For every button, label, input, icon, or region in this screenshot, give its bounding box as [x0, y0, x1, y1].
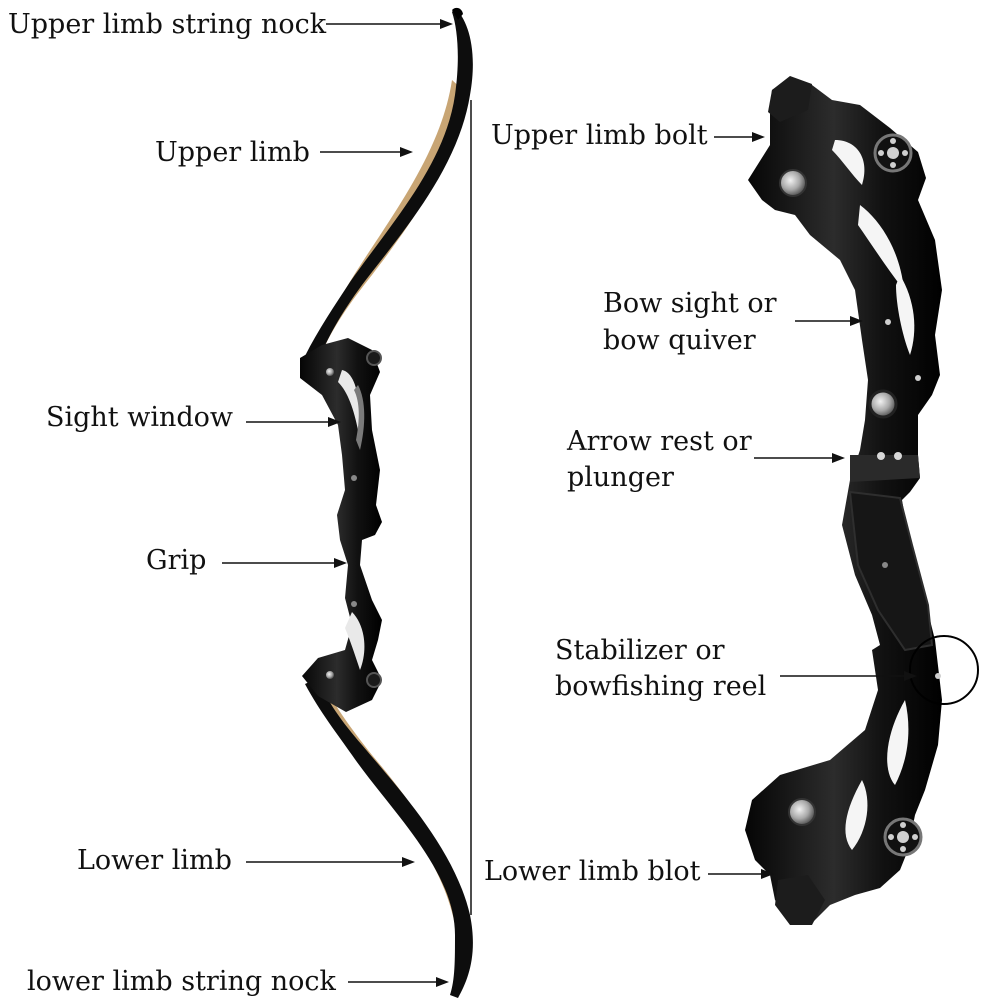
- sight-bolt: [868, 389, 898, 419]
- arrows: [222, 19, 917, 987]
- label-grip: Grip: [146, 545, 206, 576]
- riser-bolt-bottom: [366, 672, 382, 688]
- upper-limb: [305, 8, 473, 362]
- riser-cutout-upper: [338, 370, 360, 430]
- arrow-shelf: [850, 455, 920, 482]
- label-lower-limb: Lower limb: [77, 845, 232, 876]
- closeup-cutout-2: [858, 205, 904, 290]
- sight-hole-b: [885, 319, 891, 325]
- lower-limb-wheel: [883, 817, 923, 857]
- label-stabilizer-line1: Stabilizer or: [555, 635, 725, 666]
- lower-limb: [305, 678, 473, 998]
- full-bow: [300, 7, 473, 998]
- lower-limb-pocket: [775, 875, 825, 925]
- arrow-sight-window: [246, 417, 341, 427]
- riser-bolt-top-silver: [326, 368, 334, 376]
- arrow-stabilizer: [780, 671, 917, 681]
- sight-hole-a: [915, 375, 921, 381]
- labels: Upper limb string nock Upper limb Sight …: [8, 9, 777, 997]
- stabilizer-highlight-circle: [909, 635, 979, 705]
- arrow-upper-limb-string-nock: [326, 19, 453, 29]
- arrow-lower-limb: [246, 857, 415, 867]
- arrow-arrow-rest: [754, 453, 845, 463]
- upper-limb-bolt: [779, 169, 807, 197]
- riser-bolt-top: [366, 350, 382, 366]
- label-upper-limb: Upper limb: [155, 137, 310, 168]
- riser-cutout-upper-2: [354, 385, 365, 450]
- upper-limb-pocket: [768, 76, 812, 122]
- arrow-bow-sight: [795, 316, 863, 326]
- riser-closeup: [745, 76, 979, 925]
- closeup-cutout-4: [887, 700, 909, 785]
- arrow-upper-limb: [320, 147, 413, 157]
- riser-hole-1: [351, 475, 357, 481]
- riser-hole-2: [351, 601, 357, 607]
- label-sight-window: Sight window: [46, 402, 233, 433]
- label-stabilizer-line2: bowfishing reel: [555, 671, 766, 702]
- label-bow-sight-line2: bow quiver: [603, 325, 756, 356]
- closeup-cutout-3: [896, 275, 915, 355]
- label-bow-sight-line1: Bow sight or: [603, 288, 777, 319]
- arrow-lower-limb-blot: [708, 869, 774, 879]
- label-lower-limb-string-nock: lower limb string nock: [27, 966, 336, 997]
- label-arrow-rest-line2: plunger: [567, 462, 674, 493]
- plunger-hole-a: [877, 452, 885, 460]
- stabilizer-hole: [935, 673, 941, 679]
- riser-closeup-body: [745, 78, 942, 925]
- riser-bolt-bottom-silver: [326, 671, 334, 679]
- label-lower-limb-blot: Lower limb blot: [484, 856, 701, 887]
- arrow-lower-limb-string-nock: [348, 977, 449, 987]
- plunger-hole-b: [894, 452, 902, 460]
- arrow-upper-limb-bolt: [714, 132, 765, 142]
- lower-limb-bolt: [788, 798, 816, 826]
- arrow-grip: [222, 558, 347, 568]
- bow-riser: [300, 338, 382, 712]
- label-upper-limb-bolt: Upper limb bolt: [491, 120, 708, 151]
- riser-grip: [848, 490, 934, 652]
- riser-cutout-lower: [345, 612, 365, 670]
- grip-hole: [882, 562, 888, 568]
- label-arrow-rest-line1: Arrow rest or: [566, 426, 752, 457]
- label-upper-limb-string-nock: Upper limb string nock: [8, 9, 327, 40]
- closeup-cutout-5: [845, 780, 868, 850]
- upper-nock-tip: [452, 7, 463, 20]
- closeup-cutout-1: [832, 140, 865, 185]
- upper-limb-wheel: [873, 133, 913, 173]
